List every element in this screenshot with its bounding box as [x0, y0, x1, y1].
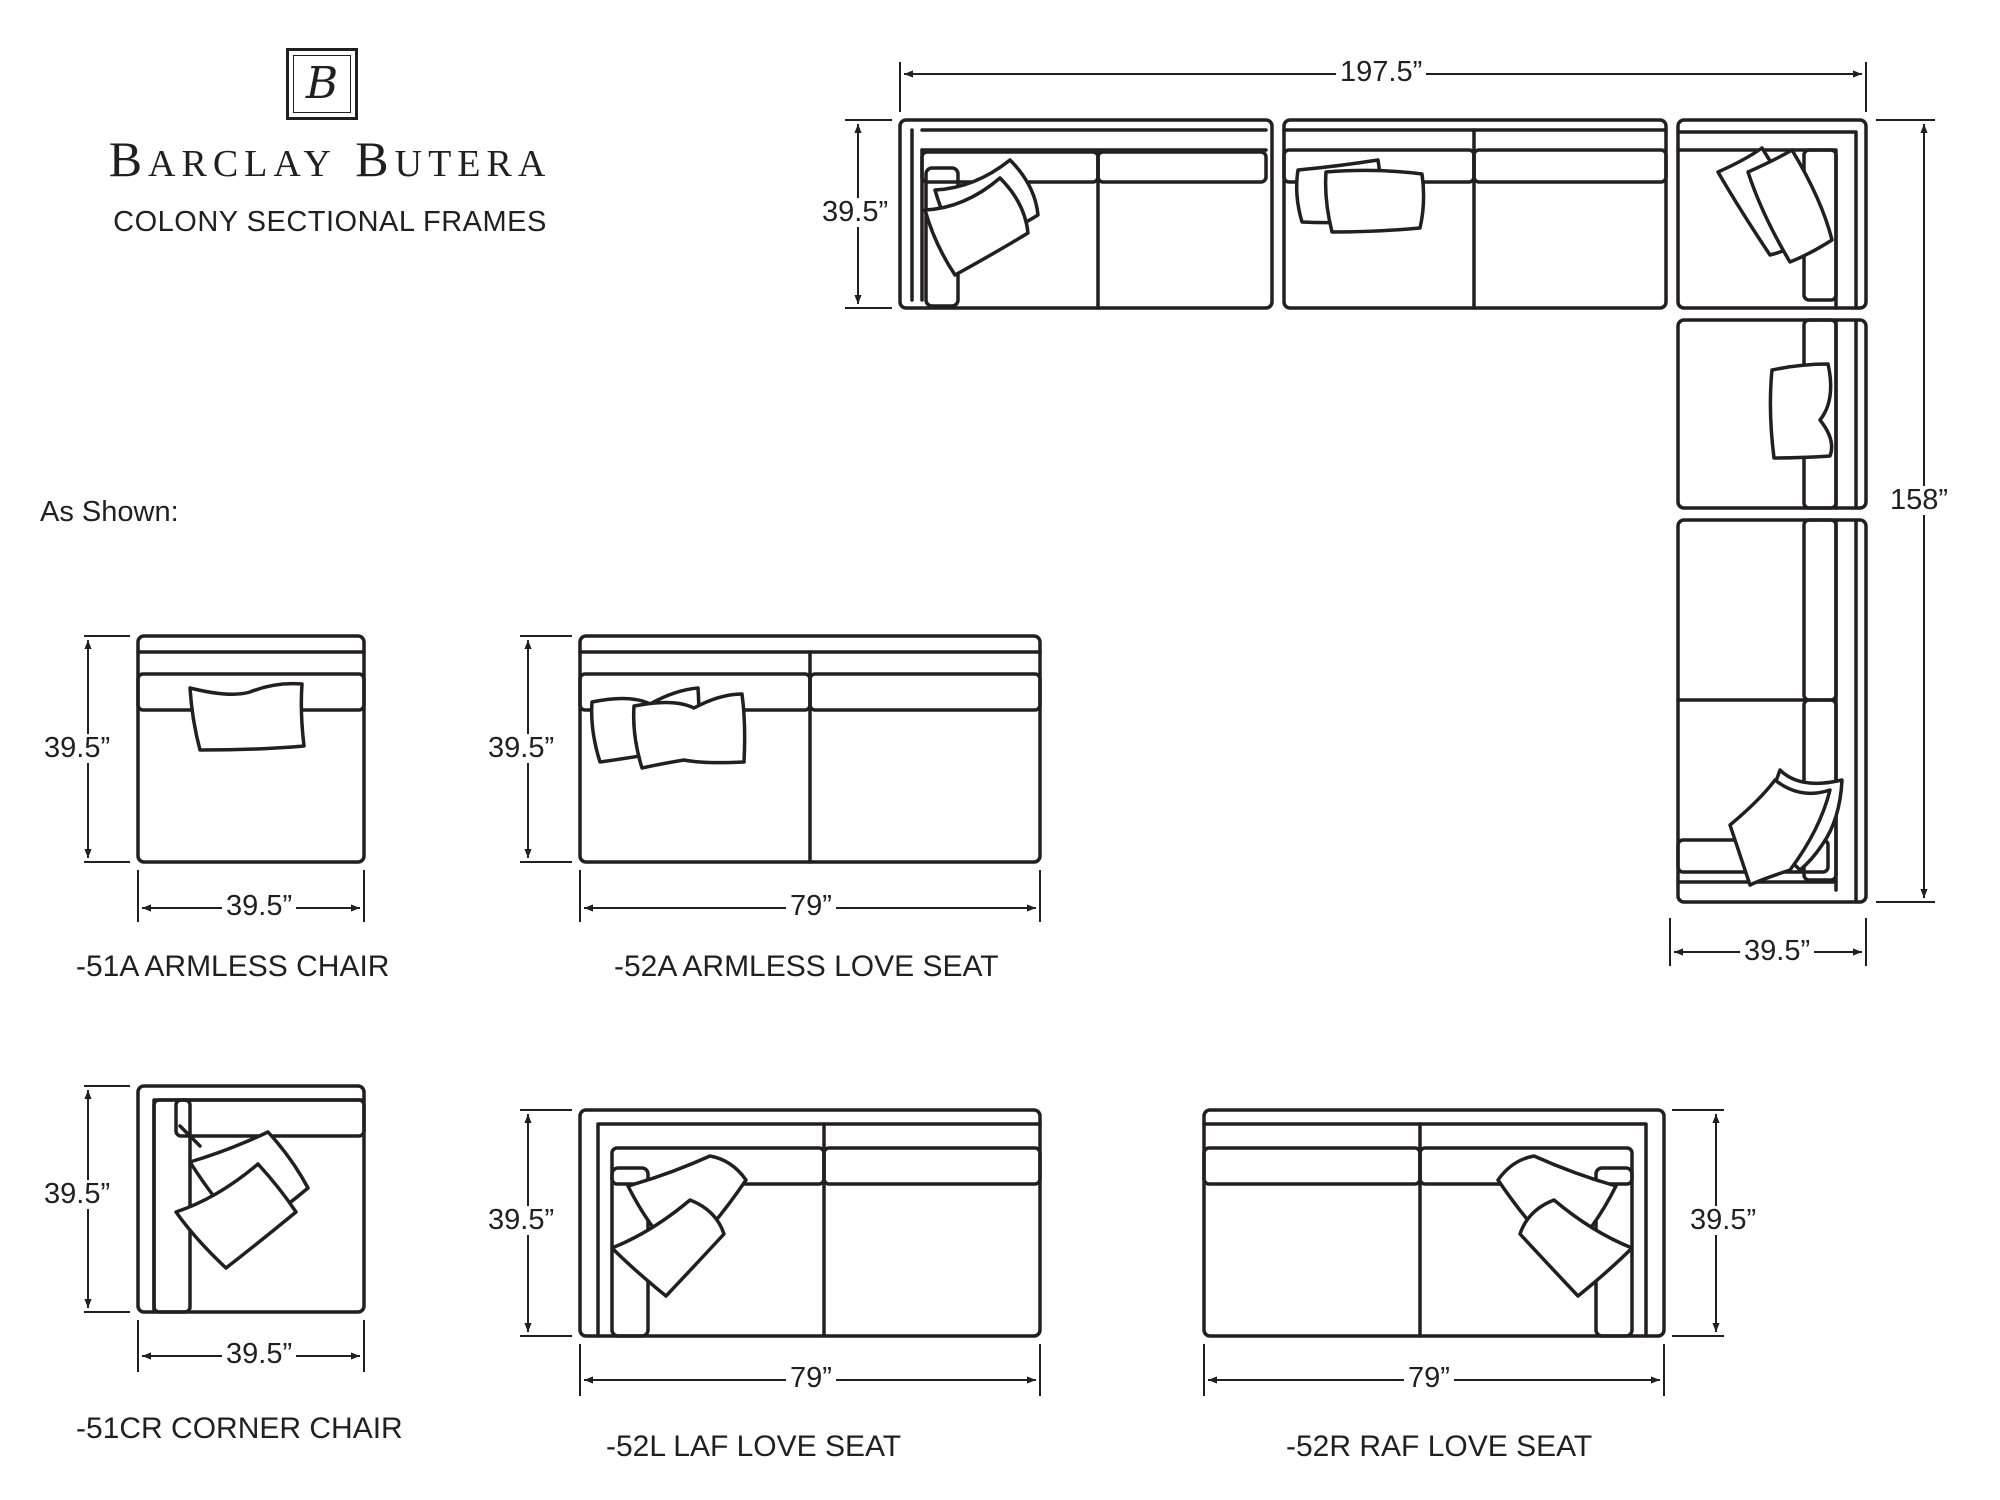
- page-subtitle: COLONY SECTIONAL FRAMES: [113, 206, 547, 238]
- raf-love-seat-width-label: 79”: [1404, 1364, 1454, 1393]
- armless-chair-caption: -51A ARMLESS CHAIR: [76, 950, 390, 983]
- sectional-assembly: [845, 62, 1935, 966]
- armless-chair-width-label: 39.5”: [222, 892, 297, 921]
- brand-logo: B: [286, 48, 358, 120]
- armless-chair-drawing: [84, 634, 366, 922]
- sectional-width-label: 197.5”: [1336, 58, 1427, 87]
- brand-monogram: B: [293, 55, 351, 113]
- brand-rest-1: ARCLAY: [148, 143, 337, 185]
- armless-love-seat-caption: -52A ARMLESS LOVE SEAT: [614, 950, 999, 983]
- brand-initial-1: B: [108, 131, 149, 187]
- corner-chair-width-label: 39.5”: [222, 1340, 297, 1369]
- as-shown-label: As Shown:: [40, 496, 179, 528]
- corner-chair-caption: -51CR CORNER CHAIR: [76, 1412, 403, 1445]
- laf-love-seat-caption: -52L LAF LOVE SEAT: [606, 1430, 902, 1463]
- laf-love-seat-drawing: [520, 1108, 1042, 1396]
- laf-love-seat-depth-label: 39.5”: [484, 1206, 559, 1235]
- sectional-depth-top-label: 39.5”: [818, 198, 893, 227]
- sectional-depth-right-label: 39.5”: [1740, 937, 1815, 966]
- armless-chair-depth-label: 39.5”: [40, 734, 115, 763]
- sectional-laf-love-seat: [898, 118, 1274, 310]
- armless-love-seat-depth-label: 39.5”: [484, 734, 559, 763]
- raf-love-seat-depth-label: 39.5”: [1686, 1206, 1761, 1235]
- sectional-raf-love-seat: [1676, 518, 1868, 904]
- brand-name: BARCLAY BUTERA: [80, 134, 580, 184]
- armless-love-seat-drawing: [520, 634, 1042, 922]
- armless-love-seat-width-label: 79”: [786, 892, 836, 921]
- corner-chair-drawing: [84, 1084, 366, 1372]
- brand-rest-2: UTERA: [394, 143, 552, 185]
- raf-love-seat-drawing: [1202, 1108, 1724, 1396]
- corner-chair-depth-label: 39.5”: [40, 1180, 115, 1209]
- sectional-armless-chair: [1676, 318, 1868, 510]
- sectional-height-label: 158”: [1886, 486, 1953, 515]
- raf-love-seat-caption: -52R RAF LOVE SEAT: [1286, 1430, 1593, 1463]
- sectional-corner-chair: [1676, 118, 1868, 310]
- brand-initial-2: B: [355, 131, 395, 187]
- sectional-armless-love-seat: [1282, 118, 1668, 310]
- laf-love-seat-width-label: 79”: [786, 1364, 836, 1393]
